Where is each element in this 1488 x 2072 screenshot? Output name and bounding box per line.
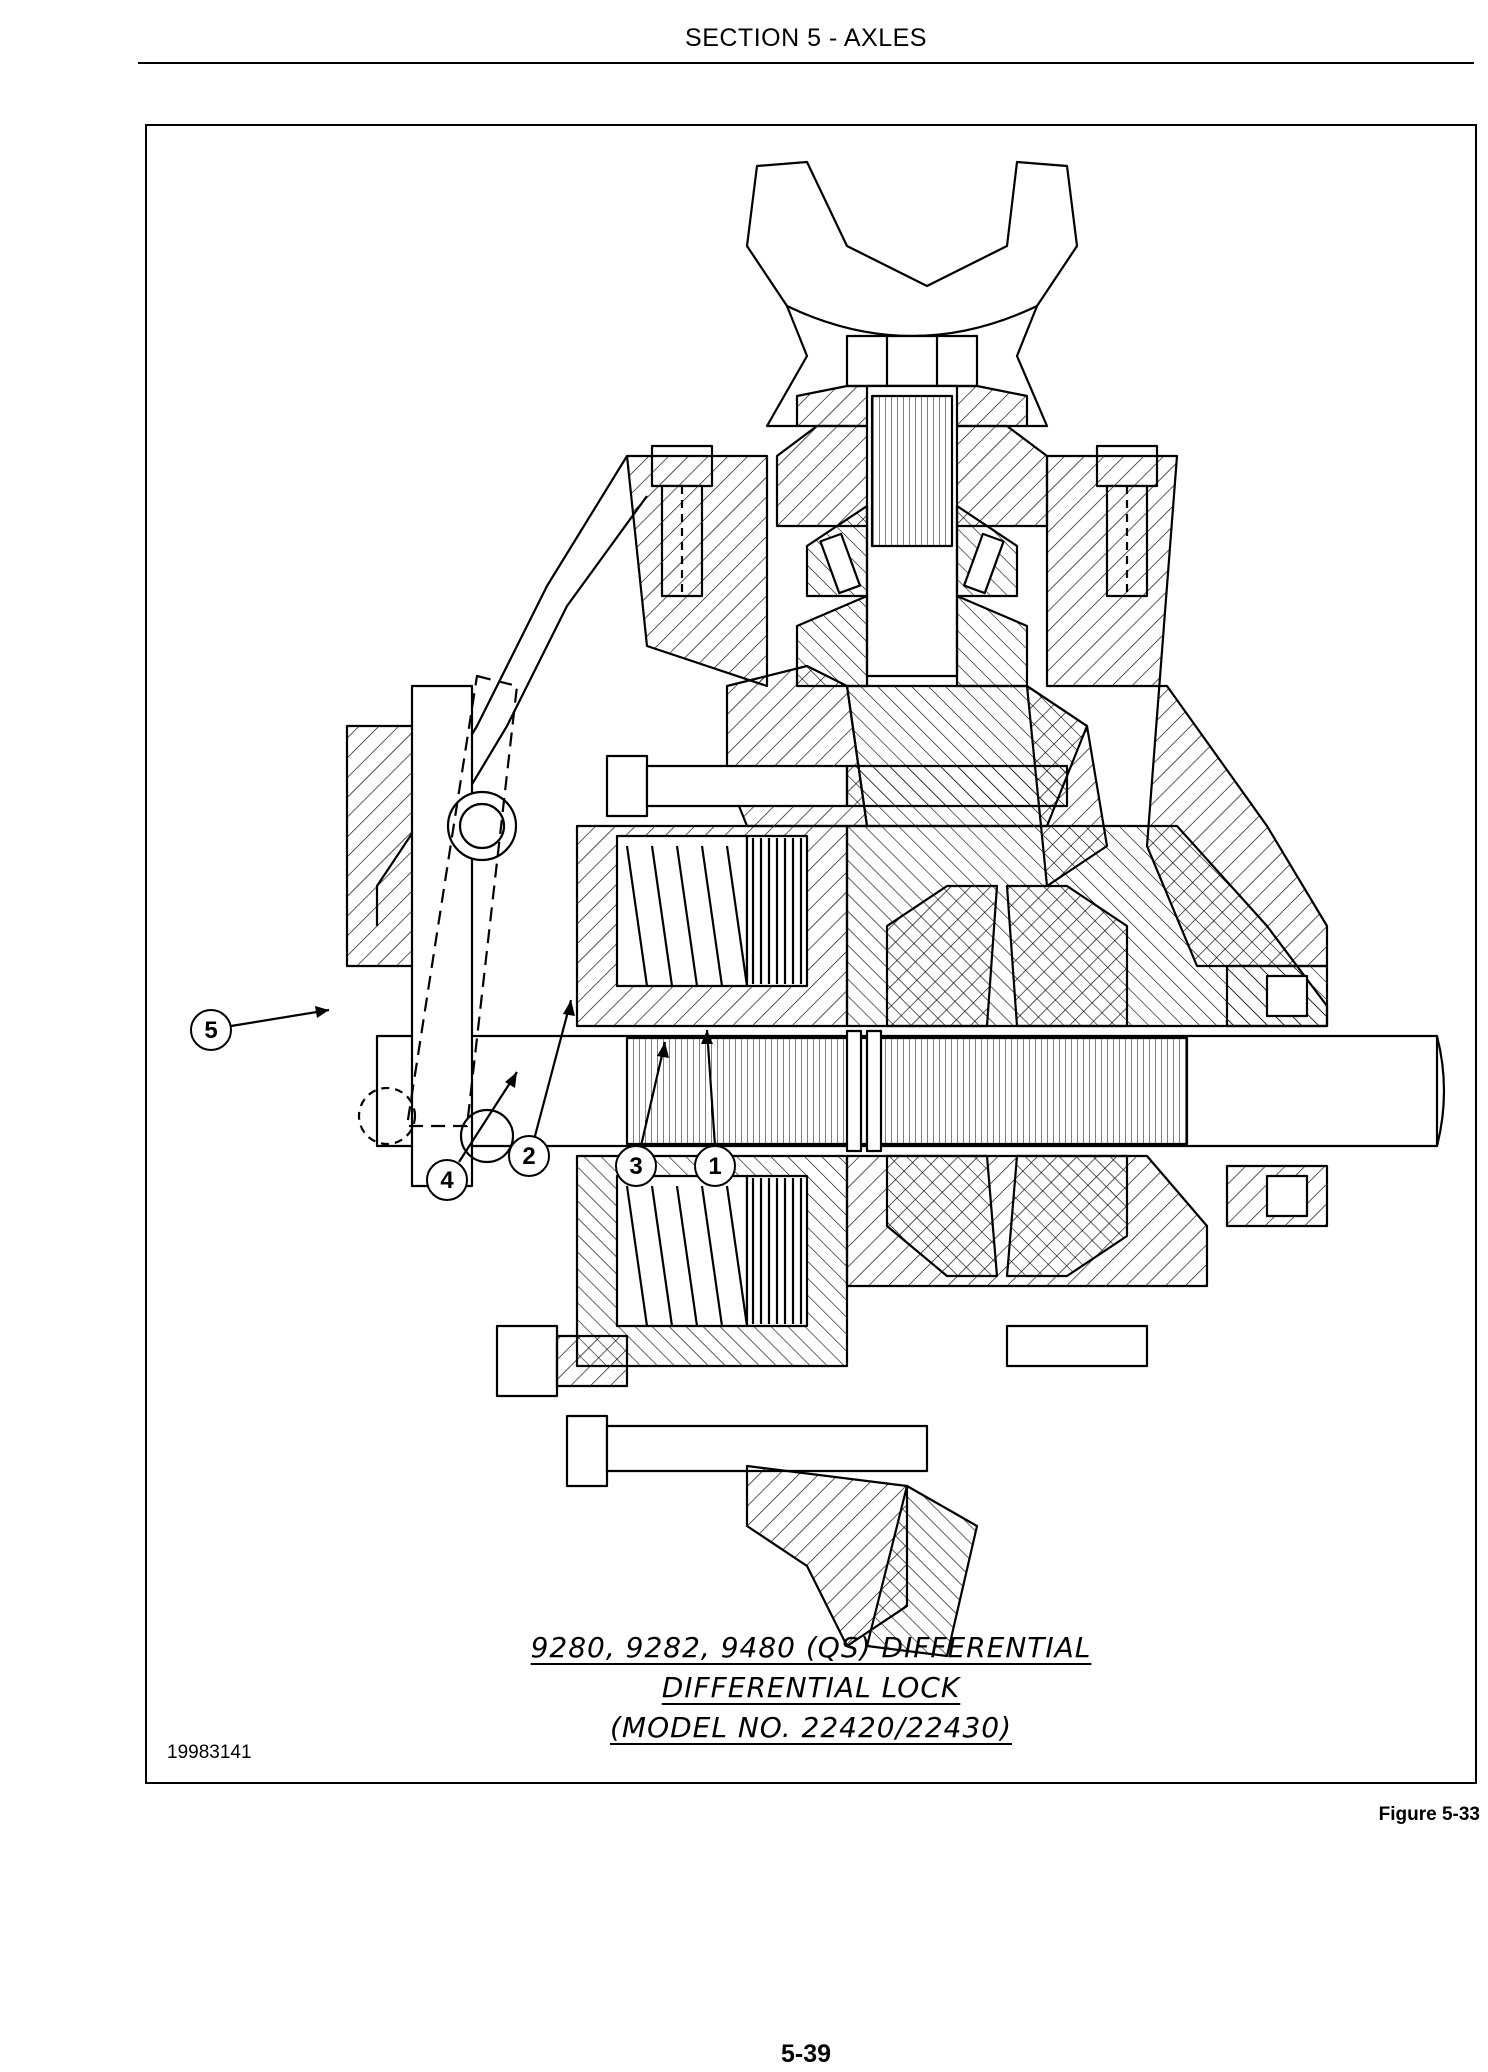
carrier-bearing-lower [1225, 1164, 1329, 1228]
callout-2: 2 [508, 999, 575, 1177]
pinion-bearing-upper [805, 504, 1019, 598]
figure-frame: 5 4 2 3 1 9280, 9282, 9480 [145, 124, 1477, 1784]
callout-3-label: 3 [629, 1153, 642, 1180]
figure-caption-line-1: 9280, 9282, 9480 (QS) DIFFERENTIAL [530, 1631, 1092, 1664]
carrier-bolt-lower [565, 1324, 1149, 1488]
clutch-discs-lower [745, 1174, 809, 1328]
clutch-discs-upper [745, 834, 809, 988]
pinion-spline-shaft [865, 384, 959, 678]
figure-label: Figure 5-33 [1378, 1804, 1480, 1825]
figure-caption-line-2: DIFFERENTIAL LOCK [661, 1671, 961, 1704]
pinion-bearing-lower [795, 594, 1029, 688]
header-rule [138, 62, 1474, 64]
lock-spring-lower [615, 1174, 749, 1328]
pinion-nut [845, 334, 979, 388]
page-number: 5-39 [780, 2040, 832, 2068]
carrier-bolt-upper [605, 754, 1069, 818]
callout-5-label: 5 [204, 1017, 217, 1044]
callout-1-label: 1 [708, 1153, 721, 1180]
callout-2-label: 2 [522, 1143, 535, 1170]
differential-lock-drawing: 5 4 2 3 1 [190, 160, 1446, 1658]
figure-id: 19983141 [167, 1742, 252, 1763]
section-header-title: SECTION 5 - AXLES [685, 24, 927, 52]
yoke-flange [745, 160, 1079, 428]
shift-fork-nut [495, 1324, 629, 1398]
callout-5: 5 [190, 1006, 330, 1051]
carrier-bearing-right [1225, 964, 1329, 1028]
side-gear-lower [885, 1154, 1129, 1278]
callout-4-label: 4 [440, 1167, 454, 1194]
callout-4: 4 [426, 1071, 518, 1201]
callout-3: 3 [615, 1041, 669, 1187]
shift-lever-assembly [345, 674, 519, 1188]
figure-caption-line-3: (MODEL NO. 22420/22430) [609, 1711, 1013, 1744]
side-gear-upper [885, 884, 1129, 1028]
callout-1: 1 [694, 1029, 736, 1187]
housing-mount-bracket [745, 1464, 979, 1658]
lock-spring-upper [615, 834, 749, 988]
axle-shaft [375, 1029, 1446, 1153]
